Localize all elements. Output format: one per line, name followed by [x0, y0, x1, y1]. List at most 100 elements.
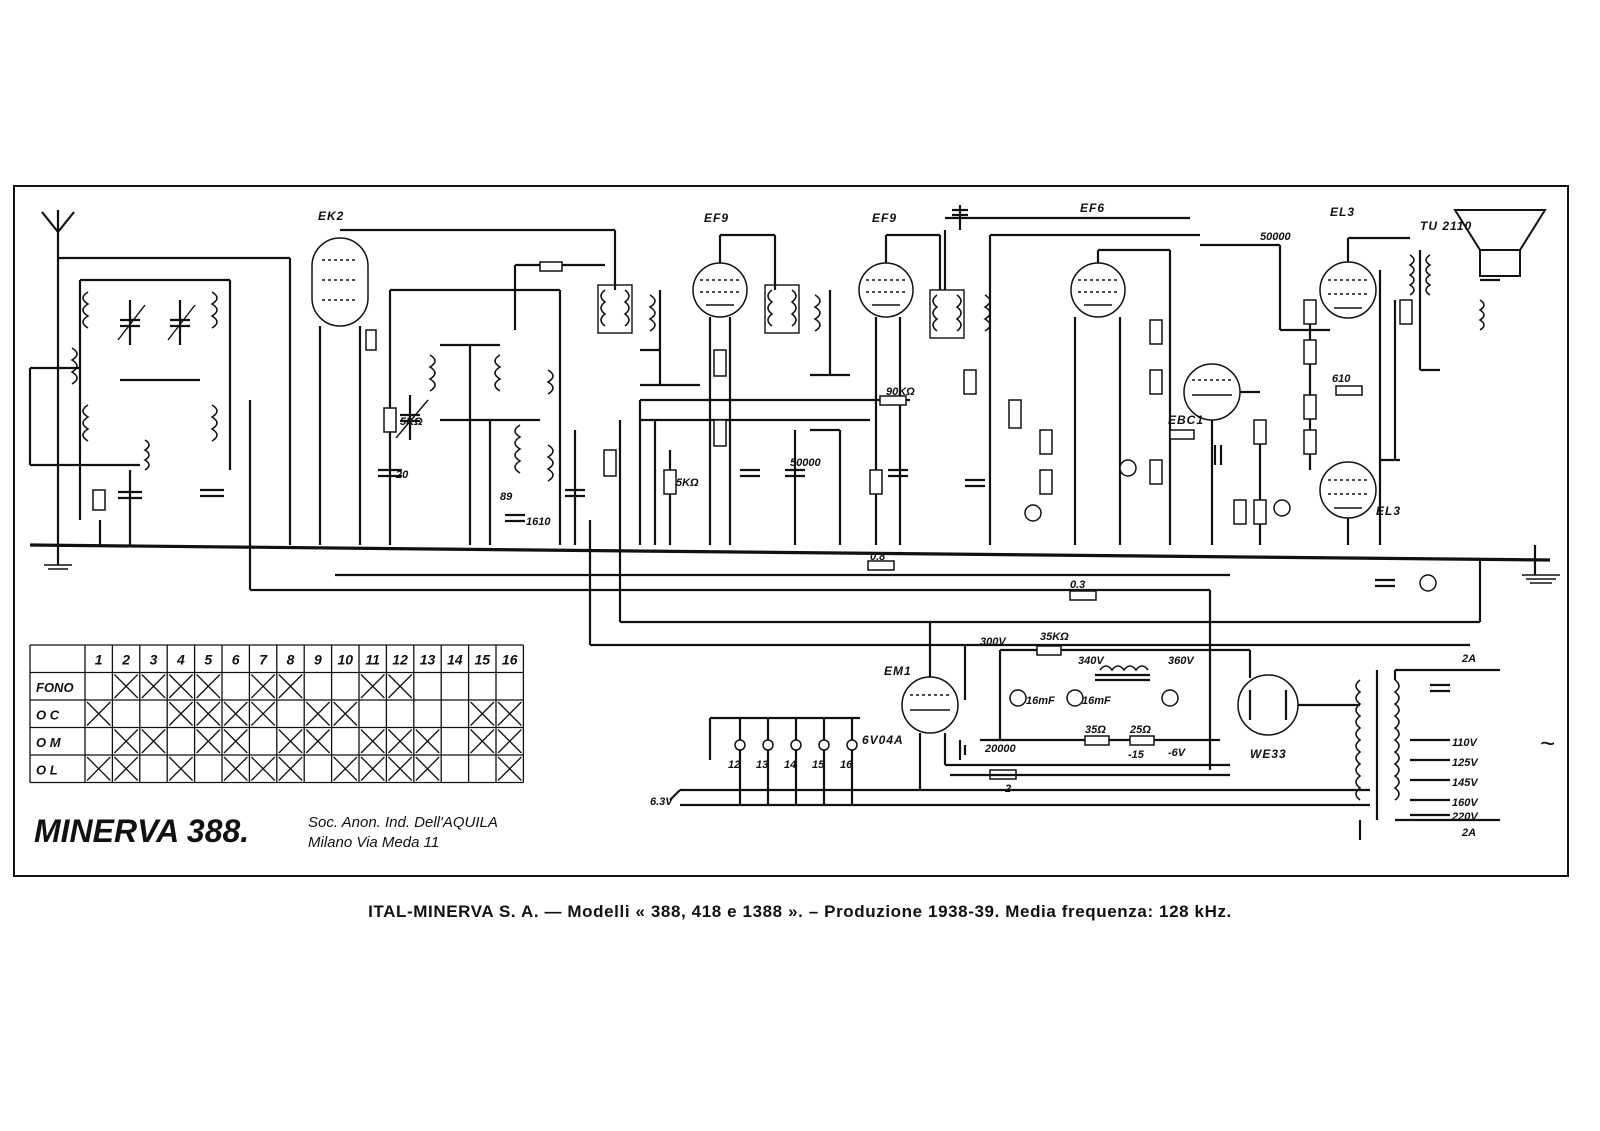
tube-el3-upper	[1319, 236, 1410, 319]
switch-col-header: 2	[121, 652, 130, 668]
label-r-0-3: 0.3	[1070, 579, 1085, 591]
switch-mark	[223, 756, 248, 781]
label-c-20: 20	[395, 469, 409, 481]
caption: ITAL-MINERVA S. A. — Modelli « 388, 418 …	[368, 902, 1232, 921]
switch-col-header: 8	[287, 652, 295, 668]
rf-input-coils	[70, 278, 232, 545]
tube-ef6	[1070, 248, 1172, 545]
switch-mark	[415, 729, 440, 754]
switch-mark	[196, 674, 221, 699]
switch-mark	[168, 674, 194, 699]
label-63v: 6.3V	[650, 796, 674, 808]
label-lamp-12: 12	[728, 759, 740, 771]
switch-col-header: 13	[420, 652, 436, 668]
switch-mark	[470, 701, 495, 726]
label-ef9-1: EF9	[704, 211, 729, 225]
switch-mark	[470, 729, 495, 754]
switch-mark	[113, 674, 139, 699]
tube-ef9-1	[692, 233, 777, 545]
label-r-90k: 90KΩ	[886, 386, 915, 398]
rectifier-section	[950, 645, 1250, 780]
switch-col-header: 10	[338, 652, 354, 668]
label-r-25: 25Ω	[1129, 724, 1151, 736]
brand-title: MINERVA 388.	[34, 813, 249, 849]
label-lamp-16: 16	[840, 759, 853, 771]
label-6v04a: 6V04A	[862, 733, 904, 747]
mains-transformer	[1355, 668, 1500, 840]
switch-col-header: 7	[259, 652, 268, 668]
right-filter-caps	[1375, 574, 1437, 592]
if-transformer-3	[929, 205, 1200, 545]
label-v-300: 300V	[980, 636, 1007, 648]
output-transformer	[1408, 250, 1500, 331]
tuning-capacitors	[117, 300, 429, 440]
label-c-1610: 1610	[526, 516, 551, 528]
switch-col-header: 6	[232, 652, 240, 668]
maker-line-2: Milano Via Meda 11	[308, 834, 439, 851]
switch-col-header: 5	[204, 652, 212, 668]
switch-mark	[387, 756, 413, 781]
switch-col-header: 12	[392, 652, 408, 668]
switch-mark	[278, 756, 303, 781]
tube-ef9-2	[858, 233, 942, 545]
switch-mark	[497, 729, 522, 754]
ground-bus	[29, 543, 1560, 584]
label-el3-lower: EL3	[1376, 504, 1401, 518]
switch-mark	[305, 729, 331, 754]
switch-col-header: 9	[314, 652, 322, 668]
tube-ebc1	[1183, 363, 1260, 545]
label-we33: WE33	[1250, 747, 1287, 761]
label-c-16mf-a: 16mF	[1026, 695, 1055, 707]
label-r-610: 610	[1332, 373, 1351, 385]
switch-mark	[223, 729, 248, 754]
switch-mark	[113, 729, 139, 754]
switch-mark	[196, 701, 221, 726]
tube-ek2	[288, 228, 617, 545]
label-c-50000-top: 50000	[1260, 231, 1291, 243]
switch-mark	[223, 701, 248, 726]
switch-col-header: 1	[95, 652, 103, 668]
switch-row-label: O M	[36, 735, 62, 750]
maker-line-1: Soc. Anon. Ind. Dell'AQUILA	[308, 814, 498, 831]
label-tap-125: 125V	[1452, 757, 1479, 769]
switch-mark	[360, 729, 385, 754]
tube-el3-lower	[1319, 461, 1377, 545]
switch-col-header: 16	[502, 652, 518, 668]
output-passives	[1200, 243, 1440, 545]
switch-mark	[141, 729, 166, 754]
switch-mark	[497, 701, 522, 726]
label-el3-upper: EL3	[1330, 205, 1355, 219]
label-lamp-15: 15	[812, 759, 825, 771]
label-fuse-b: 2A	[1461, 827, 1476, 839]
switch-mark	[196, 729, 221, 754]
switch-mark	[168, 756, 194, 781]
label-v-340: 340V	[1078, 655, 1105, 667]
label-ac: ~	[1540, 728, 1555, 758]
label-ef9-2: EF9	[872, 211, 897, 225]
label-lamp-14: 14	[784, 759, 796, 771]
label-fuse-a: 2A	[1461, 653, 1476, 665]
switch-mark	[86, 756, 111, 781]
label-c-20000: 20000	[984, 743, 1016, 755]
switch-mark	[86, 701, 111, 726]
switch-mark	[278, 674, 303, 699]
switch-mark	[387, 674, 413, 699]
switch-mark	[168, 701, 194, 726]
switch-col-header: 3	[150, 652, 158, 668]
label-r-35: 35Ω	[1085, 724, 1106, 736]
label-r-0-8: 0.8	[870, 551, 886, 563]
switch-mark	[415, 756, 440, 781]
switch-mark	[387, 729, 413, 754]
label-speaker: TU 2110	[1420, 219, 1472, 233]
label-c-16mf-b: 16mF	[1082, 695, 1111, 707]
label-ek2: EK2	[318, 209, 344, 223]
switch-mark	[250, 674, 276, 699]
label-tap-160: 160V	[1452, 797, 1479, 809]
label-v-360: 360V	[1168, 655, 1195, 667]
switch-col-header: 15	[475, 652, 491, 668]
label-v-minus15: -15	[1128, 749, 1145, 761]
if-transformer-1	[597, 284, 700, 387]
switch-mark	[141, 674, 166, 699]
switch-mark	[333, 701, 358, 726]
